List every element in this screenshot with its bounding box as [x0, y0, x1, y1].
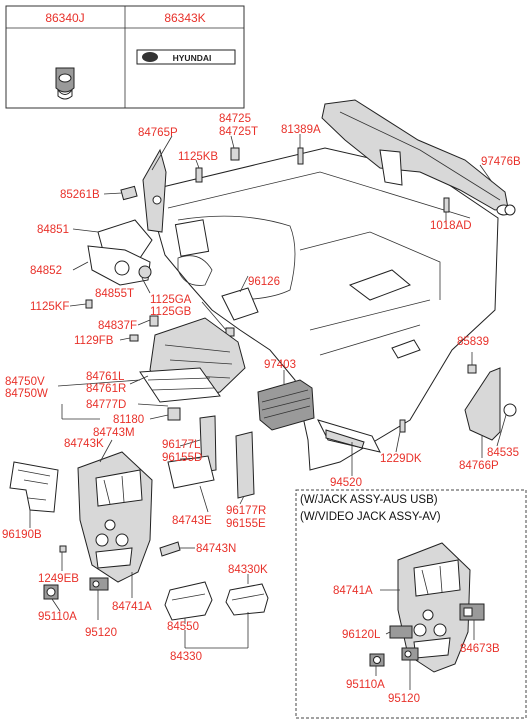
center-fascia-panel — [77, 451, 153, 583]
label-84761R: 84761R — [86, 383, 126, 395]
label-95120-inset: 95120 — [388, 693, 420, 705]
label-84743E: 84743E — [172, 515, 212, 527]
hyundai-badge-icon: HYUNDAI — [136, 49, 236, 65]
label-84741A: 84741A — [112, 601, 152, 613]
jack-84673B — [459, 603, 485, 621]
jack-95110A — [43, 584, 59, 600]
label-96120L: 96120L — [342, 629, 381, 641]
label-84535: 84535 — [487, 447, 519, 459]
label-96155D: 96155D — [162, 452, 202, 464]
label-84743M: 84743M — [93, 427, 135, 439]
label-95110A: 95110A — [38, 611, 77, 623]
label-84743N: 84743N — [196, 543, 236, 555]
label-84766P: 84766P — [459, 460, 499, 472]
label-96177R: 96177R — [226, 505, 266, 517]
clip-85839 — [467, 364, 477, 374]
leader-lines — [29, 134, 507, 690]
label-84761L: 84761L — [86, 371, 125, 383]
part-85261B — [120, 185, 138, 201]
jack-95120-inset — [401, 647, 419, 661]
label-94520: 94520 — [330, 477, 362, 489]
cowl-cross-bar — [321, 99, 516, 216]
screw-1125KF — [85, 299, 93, 309]
label-85261B: 85261B — [60, 189, 100, 201]
column-cover-lower — [87, 245, 152, 286]
screw-1229DK — [399, 419, 406, 433]
cover-84743N — [159, 541, 181, 557]
center-fascia-panel-inset — [397, 542, 471, 673]
side-cover-left — [142, 148, 167, 233]
label-84750V: 84750V — [5, 376, 45, 388]
jack-95110A-inset — [369, 653, 385, 667]
inset-variant-box: (W/JACK ASSY-AUS USB) (W/VIDEO JACK ASSY… — [295, 489, 527, 719]
label-84750W: 84750W — [5, 388, 48, 400]
drawer-84330K — [225, 583, 269, 616]
label-1125GA: 1125GA — [150, 294, 192, 306]
bolt-1018AD — [443, 197, 450, 213]
badge-text: HYUNDAI — [173, 53, 212, 63]
screw-1249EB — [59, 545, 67, 553]
bolt-1125KB — [195, 167, 203, 183]
label-1125KB: 1125KB — [178, 151, 218, 163]
label-97403: 97403 — [264, 359, 296, 371]
label-85839: 85839 — [457, 336, 489, 348]
label-84851: 84851 — [37, 224, 69, 236]
bolt-81389A — [297, 147, 304, 165]
clip-1129FB — [129, 334, 139, 342]
label-84852: 84852 — [30, 265, 62, 277]
label-1018AD: 1018AD — [430, 220, 472, 232]
crash-pad — [149, 147, 499, 471]
label-81389A: 81389A — [281, 124, 321, 136]
label-1125KF: 1125KF — [30, 301, 69, 313]
label-84743K: 84743K — [64, 438, 104, 450]
bracket-96177R — [235, 431, 255, 499]
switch-panel-94520 — [317, 419, 381, 453]
header-table: 86340J 86343K HYUNDAI — [5, 5, 245, 109]
lower-crash-pad — [139, 317, 246, 421]
label-96126: 96126 — [248, 276, 280, 288]
label-84330K: 84330K — [228, 564, 268, 576]
label-96190B: 96190B — [2, 529, 42, 541]
side-cover-right — [464, 367, 517, 441]
part-81180 — [167, 407, 181, 421]
label-84330: 84330 — [170, 651, 202, 663]
inset-note-line2: (W/VIDEO JACK ASSY-AV) — [300, 511, 441, 523]
label-95120: 95120 — [85, 627, 117, 639]
label-1229DK: 1229DK — [380, 453, 422, 465]
label-1249EB: 1249EB — [38, 573, 79, 585]
label-1129FB: 1129FB — [74, 335, 114, 347]
label-84725: 84725 — [219, 113, 251, 125]
bracket-96190B — [9, 461, 59, 513]
jack-95120 — [89, 577, 109, 591]
label-84741A-inset: 84741A — [333, 585, 373, 597]
label-96177L: 96177L — [162, 439, 201, 451]
part-label-86343K: 86343K — [164, 11, 205, 25]
label-84777D: 84777D — [86, 399, 126, 411]
center-air-vent — [257, 379, 315, 431]
label-81180: 81180 — [113, 414, 144, 426]
label-84837F: 84837F — [98, 320, 137, 332]
panel-96126 — [221, 287, 259, 321]
drawer-84550 — [164, 581, 213, 621]
label-84765P: 84765P — [138, 127, 178, 139]
inset-note-line1: (W/JACK ASSY-AUS USB) — [300, 494, 438, 506]
jack-96120L — [389, 625, 413, 639]
label-95110A-inset: 95110A — [346, 679, 385, 691]
emblem-icon — [55, 67, 75, 100]
label-84673B: 84673B — [460, 643, 500, 655]
label-97476B: 97476B — [481, 156, 521, 168]
label-84725T: 84725T — [219, 126, 258, 138]
label-1125GB: 1125GB — [150, 306, 192, 318]
part-labels: 84765P 84725 84725T 81389A 97476B 1125KB… — [2, 113, 521, 705]
clip-84837F — [149, 315, 159, 327]
label-84855T: 84855T — [95, 288, 134, 300]
label-84550: 84550 — [167, 621, 199, 633]
label-96155E: 96155E — [226, 518, 266, 530]
clip-84725 — [230, 147, 240, 161]
part-label-86340J: 86340J — [45, 11, 84, 25]
